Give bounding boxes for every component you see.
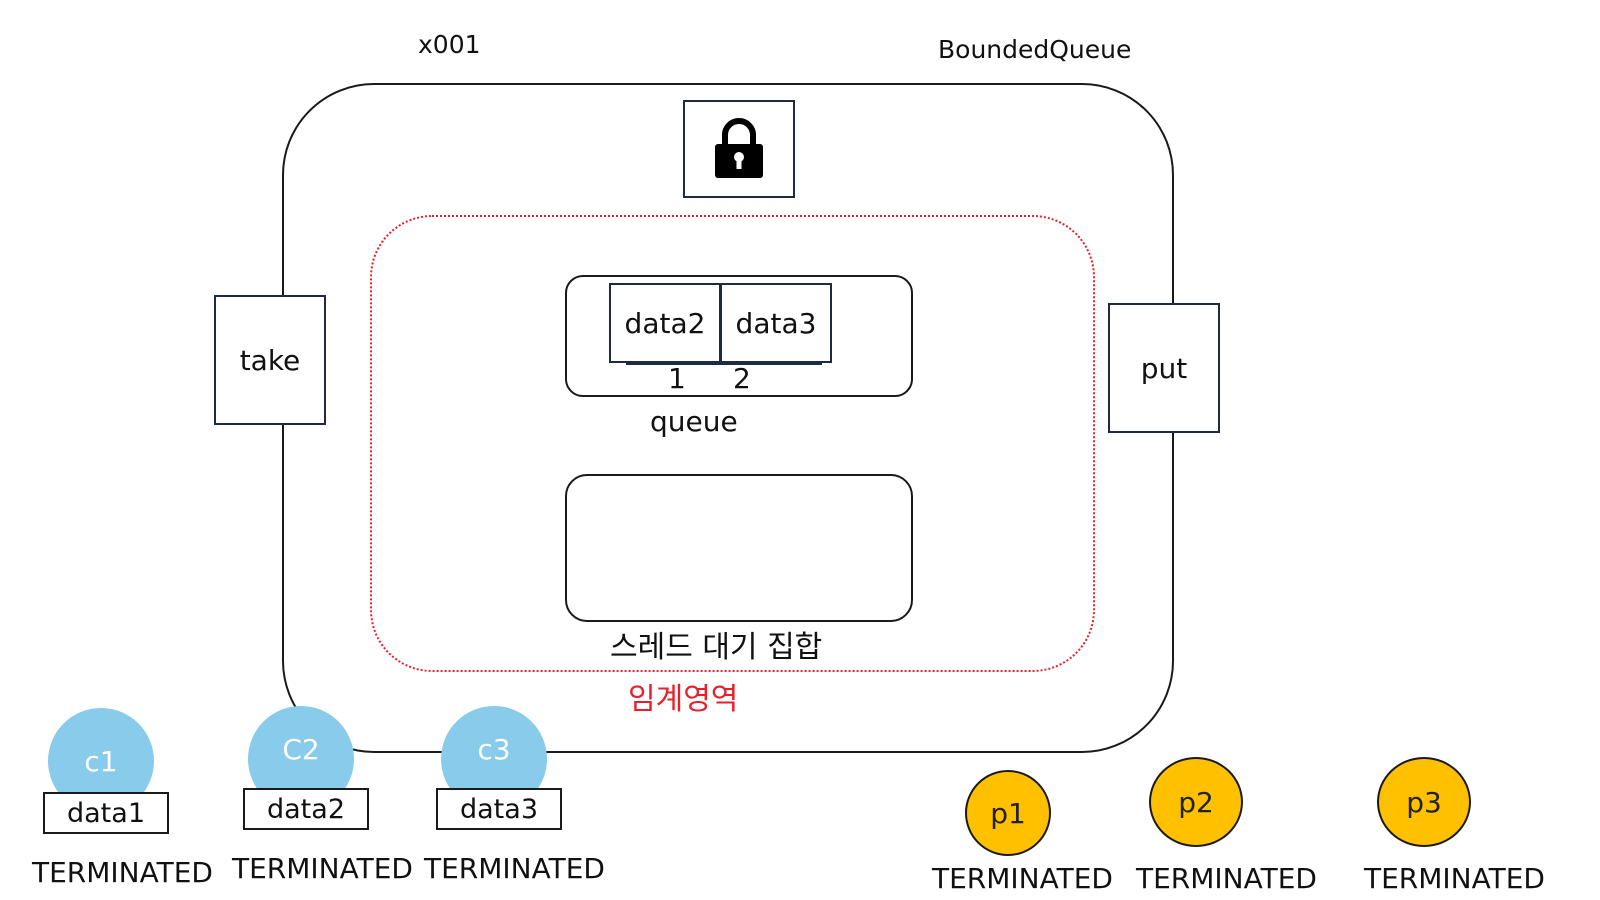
queue-box xyxy=(565,275,913,397)
consumer-name: C2 xyxy=(282,732,320,766)
producer-thread: p2 xyxy=(1149,757,1243,847)
producer-state: TERMINATED xyxy=(1136,862,1317,895)
consumer-name: c3 xyxy=(477,732,511,766)
consumer-state: TERMINATED xyxy=(424,852,605,885)
producer-thread: p1 xyxy=(965,770,1051,856)
queue-slot-underline xyxy=(626,363,822,365)
put-method-label: put xyxy=(1140,351,1188,385)
consumer-data-label: data2 xyxy=(267,793,345,825)
queue-item-value: data2 xyxy=(624,306,706,340)
queue-index: 1 xyxy=(668,362,686,395)
critical-section-border xyxy=(370,215,1095,672)
producer-name: p2 xyxy=(1178,785,1214,819)
thread-wait-set-label: 스레드 대기 집합 xyxy=(610,630,823,665)
lock-icon xyxy=(715,118,763,178)
producer-thread: p3 xyxy=(1377,757,1471,847)
producer-state: TERMINATED xyxy=(932,862,1113,895)
put-method-box: put xyxy=(1108,303,1220,433)
take-method-box: take xyxy=(214,295,326,425)
queue-item: data2 xyxy=(609,283,721,363)
producer-name: p3 xyxy=(1406,785,1442,819)
object-id-label: x001 xyxy=(418,30,481,59)
consumer-data: data3 xyxy=(436,788,562,830)
take-method-label: take xyxy=(239,343,301,377)
critical-section-label: 임계영역 xyxy=(628,682,739,717)
consumer-data-label: data1 xyxy=(67,797,145,829)
thread-wait-set-box xyxy=(565,474,913,622)
queue-label: queue xyxy=(650,405,738,438)
consumer-name: c1 xyxy=(84,744,118,778)
consumer-data: data1 xyxy=(43,792,169,834)
producer-state: TERMINATED xyxy=(1364,862,1545,895)
queue-index: 2 xyxy=(733,362,751,395)
lock-box xyxy=(683,100,795,198)
consumer-data: data2 xyxy=(243,788,369,830)
consumer-state: TERMINATED xyxy=(232,852,413,885)
producer-name: p1 xyxy=(990,796,1026,830)
object-name-label: BoundedQueue xyxy=(938,35,1132,64)
queue-item-value: data3 xyxy=(735,306,817,340)
consumer-data-label: data3 xyxy=(460,793,538,825)
queue-item: data3 xyxy=(720,283,832,363)
consumer-state: TERMINATED xyxy=(32,856,213,889)
